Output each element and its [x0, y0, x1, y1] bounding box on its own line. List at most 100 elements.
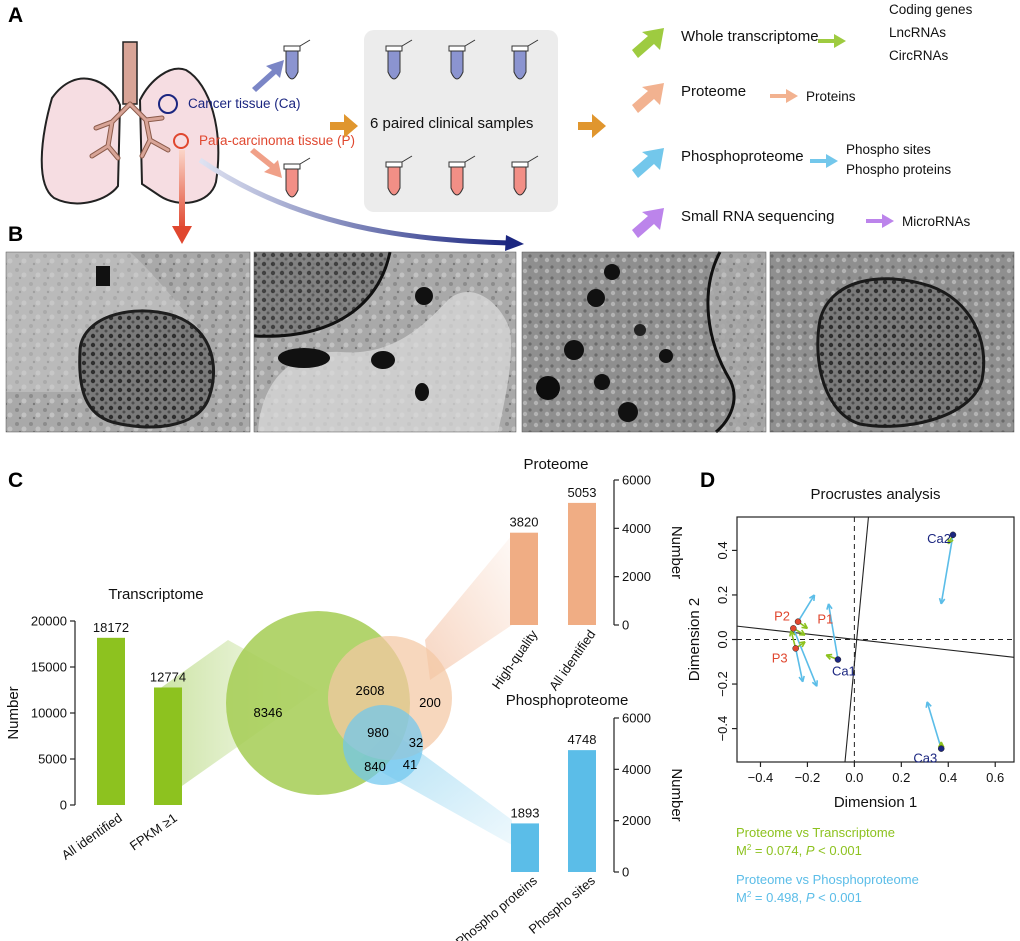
- bar-value-label: 1893: [511, 805, 540, 820]
- venn-region-transcriptome-only: 8346: [254, 705, 283, 720]
- sample-tube: [448, 155, 476, 196]
- trans-arrow-head: [947, 537, 954, 545]
- chart-title: Phosphoproteome: [506, 692, 629, 709]
- omics-output: MicroRNAs: [902, 214, 971, 229]
- point-p1: [790, 625, 797, 632]
- bar-value-label: 4748: [568, 732, 597, 747]
- trans-arrow-head: [799, 629, 806, 636]
- sample-tube: [385, 39, 413, 80]
- omics-output: LncRNAs: [889, 25, 946, 40]
- panel-letter-a: A: [8, 4, 23, 27]
- category-label: All identified: [546, 627, 599, 693]
- category-label: All identified: [59, 810, 125, 863]
- panel-letter-d: D: [700, 469, 715, 492]
- rotated-h-axis: [736, 625, 1015, 658]
- trans-arrow-head: [825, 653, 833, 660]
- omics-output: CircRNAs: [889, 48, 948, 63]
- omics-arrow: [632, 28, 664, 58]
- arrow-to-cancer-tube: [252, 60, 284, 92]
- arrow-cancer-head: [505, 235, 524, 251]
- point-p3: [792, 645, 799, 652]
- sample-tube-body: [387, 49, 401, 80]
- y-axis-label: Number: [668, 526, 685, 579]
- venn-region-prot-phospho: 32: [409, 735, 423, 750]
- omics-output: Phospho sites: [846, 142, 931, 157]
- samples-box: [364, 30, 558, 212]
- y-axis-label: Number: [5, 686, 22, 739]
- sample-tube-cap: [385, 45, 403, 52]
- sample-tube-cap: [385, 161, 403, 168]
- point-ca2: [949, 531, 957, 539]
- trans-arrow-head: [789, 630, 796, 637]
- sample-tube-hinge: [464, 39, 476, 47]
- sample-tube-body: [450, 165, 464, 196]
- omics-name: Proteome: [681, 83, 746, 100]
- em-normal-1: [5, 251, 251, 433]
- omics-output-arrow: [866, 214, 894, 228]
- category-label: Phospho proteins: [453, 872, 541, 941]
- sample-tube-hinge: [527, 155, 539, 163]
- y-tick-label: 6000: [622, 473, 651, 488]
- sample-tube-hinge: [401, 155, 413, 163]
- omics-arrow: [632, 208, 664, 238]
- sample-tube-hinge: [401, 39, 413, 47]
- arrow-to-para-tube: [250, 148, 282, 178]
- legend-stat-trans: M2 = 0.074, P < 0.001: [736, 843, 862, 858]
- venn-region-proteome-only: 200: [419, 695, 441, 710]
- phospho-arrow: [794, 648, 804, 682]
- arrow-cancer-to-em: [198, 157, 511, 246]
- y-tick-label: 0.2: [715, 586, 730, 604]
- point-label: P2: [774, 609, 790, 624]
- arrow-to-omics: [578, 114, 606, 138]
- samples-label: 6 paired clinical samples: [370, 115, 533, 132]
- bar-value-label: 12774: [150, 669, 186, 684]
- fan-proteome: [425, 535, 512, 680]
- legend-title-trans: Proteome vs Transcriptome: [736, 825, 895, 840]
- sample-tube: [385, 155, 413, 196]
- y-tick-label: 10000: [31, 706, 67, 721]
- sample-tube-cap: [448, 161, 466, 168]
- category-label: High-quality: [489, 627, 541, 692]
- venn-diagram: [226, 611, 452, 795]
- y-tick-label: 0: [60, 798, 67, 813]
- bar: [568, 750, 596, 872]
- omics-output: Phospho proteins: [846, 162, 951, 177]
- venn-region-trans-phospho: 840: [364, 759, 386, 774]
- point-label: P3: [772, 650, 788, 665]
- y-tick-label: 0.4: [715, 541, 730, 559]
- sample-tube: [448, 39, 476, 80]
- omics-output-arrow: [810, 154, 838, 168]
- point-p2: [794, 618, 802, 625]
- y-tick-label: 0: [622, 618, 629, 633]
- chart-title: Procrustes analysis: [810, 486, 940, 503]
- phospho-arrow-head: [826, 603, 833, 610]
- point-label: P1: [817, 611, 833, 626]
- sample-tube-cap: [511, 45, 529, 52]
- omics-arrow: [632, 148, 664, 178]
- y-tick-label: 6000: [622, 711, 651, 726]
- sample-tube-body: [387, 165, 401, 196]
- bar: [510, 532, 538, 625]
- bar: [568, 502, 596, 625]
- x-tick-label: −0.4: [748, 770, 774, 785]
- bar: [154, 687, 182, 805]
- x-tick-label: 0.2: [892, 770, 910, 785]
- omics-name: Phosphoproteome: [681, 148, 804, 165]
- y-tick-label: 20000: [31, 614, 67, 629]
- point-ca1: [834, 656, 842, 663]
- legend-title-phospho: Proteome vs Phosphoproteome: [736, 872, 919, 887]
- phospho-arrow-head: [811, 680, 819, 687]
- cancer-tissue-label: Cancer tissue (Ca): [188, 96, 301, 111]
- omics-arrow: [632, 83, 664, 113]
- para-tissue-label: Para-carcinoma tissue (P): [199, 133, 355, 148]
- venn-region-phospho-only: 41: [403, 757, 417, 772]
- y-tick-label: 5000: [38, 752, 67, 767]
- em-normal-2: [253, 251, 517, 433]
- arrow-para-head: [172, 226, 192, 244]
- cancer-tube: [283, 39, 311, 80]
- em-cancer-1: [521, 251, 767, 434]
- proteome-bar-chart: 0200040006000NumberProteome3820High-qual…: [489, 456, 685, 693]
- point-label: Ca2: [927, 531, 951, 546]
- y-tick-label: −0.2: [715, 671, 730, 697]
